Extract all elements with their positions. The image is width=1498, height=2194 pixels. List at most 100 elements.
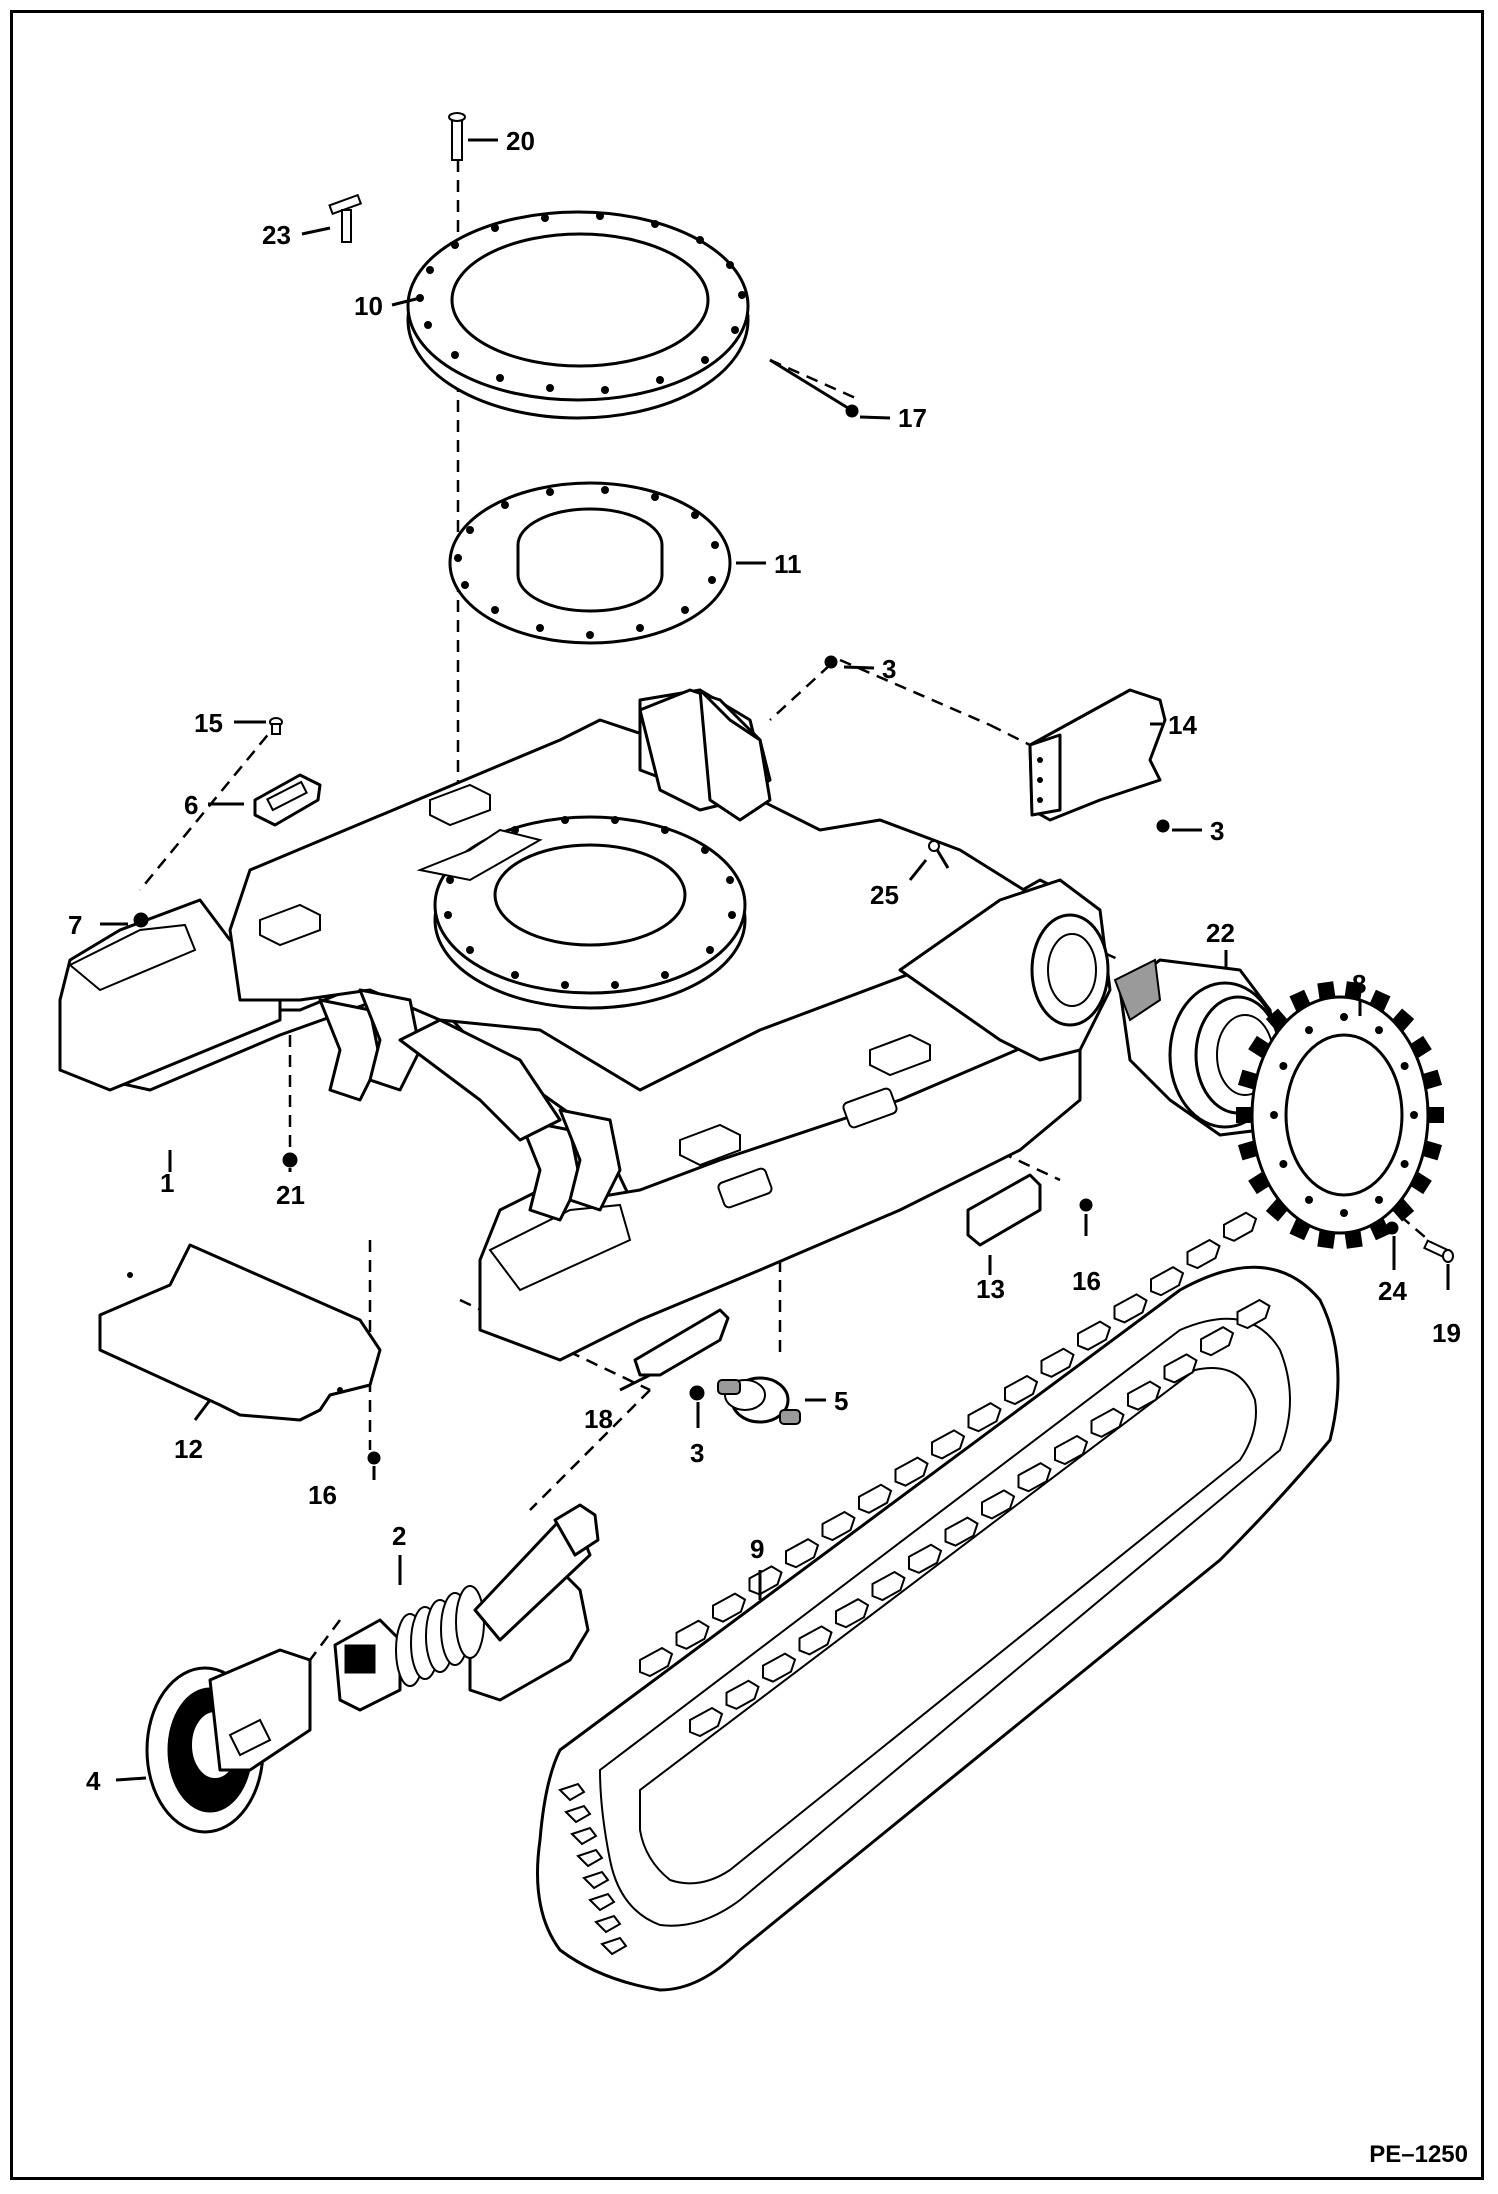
- callout-13: 13: [976, 1274, 1005, 1304]
- callout-5: 5: [834, 1386, 848, 1416]
- diagram-border: [10, 10, 1484, 2180]
- callout-18: 18: [584, 1404, 613, 1434]
- track-lug: [1223, 1211, 1258, 1242]
- sprocket-bolt-hole: [1400, 1160, 1409, 1168]
- undercarriage-frame-part-1: [58, 688, 1112, 1362]
- track-lug: [600, 1936, 628, 1956]
- floor-plate-part-12: [98, 1243, 382, 1422]
- sprocket-bolt-hole: [1340, 1013, 1348, 1021]
- track-lug: [1090, 1407, 1125, 1438]
- track-lug: [1163, 1353, 1198, 1384]
- spring-coils: [395, 1585, 485, 1687]
- bolt-part-3-right: [1156, 819, 1170, 833]
- track-lug: [871, 1570, 906, 1602]
- sprocket-tooth: [1237, 1140, 1258, 1161]
- sprocket-tooth: [1237, 1069, 1258, 1090]
- track-lug: [981, 1489, 1016, 1520]
- sprocket-bolt-hole: [1410, 1111, 1418, 1119]
- callout-20: 20: [506, 126, 535, 156]
- sprocket-bolt-hole: [1305, 1026, 1313, 1035]
- sprocket-hub-opening: [1284, 1033, 1404, 1197]
- callout-17: 17: [898, 403, 927, 433]
- track-lug: [1077, 1320, 1112, 1351]
- track-lug: [1127, 1380, 1162, 1411]
- bolt-part-19: [1423, 1239, 1454, 1263]
- leader-lines: [100, 138, 1450, 1782]
- callout-14: 14: [1168, 710, 1197, 740]
- track-lug: [725, 1679, 760, 1710]
- sprocket-tooth: [1317, 981, 1336, 1000]
- track-lug: [582, 1870, 610, 1890]
- callout-11: 11: [774, 549, 802, 579]
- bolt-part-15: [269, 717, 283, 735]
- sprocket-tooth: [1317, 1230, 1336, 1249]
- cover-part-13: [966, 1173, 1042, 1247]
- track-lug: [576, 1848, 604, 1868]
- track-lug: [798, 1625, 833, 1656]
- sprocket-bolt-hole: [1279, 1062, 1288, 1070]
- track-lug: [1004, 1374, 1039, 1406]
- track-roller-part-5: [717, 1376, 801, 1425]
- callout-3-top: 3: [882, 654, 896, 684]
- sprocket-tooth: [1422, 1140, 1443, 1161]
- callout-7: 7: [68, 910, 82, 940]
- callout-4: 4: [86, 1766, 101, 1796]
- track-lug: [762, 1652, 797, 1683]
- callout-2: 2: [392, 1521, 406, 1551]
- callout-15: 15: [194, 708, 223, 738]
- callout-8: 8: [1352, 969, 1366, 999]
- idler-part-4: [145, 1648, 312, 1834]
- callout-3-right: 3: [1210, 816, 1224, 846]
- grease-fitting-part-23: [328, 193, 363, 243]
- track-lugs: [558, 1211, 1271, 1956]
- callout-1: 1: [160, 1168, 174, 1198]
- sprocket-part-8: [1236, 981, 1444, 1249]
- track-lug: [1017, 1462, 1052, 1493]
- callout-22: 22: [1206, 918, 1235, 948]
- callout-23: 23: [262, 220, 291, 250]
- sprocket-tooth: [1428, 1107, 1444, 1123]
- track-lug: [564, 1804, 592, 1824]
- track-lug: [1236, 1298, 1271, 1330]
- callout-12: 12: [174, 1434, 203, 1464]
- track-lug: [931, 1429, 966, 1460]
- sprocket-tooth: [1422, 1069, 1443, 1090]
- track-lug: [1186, 1238, 1221, 1270]
- washer-part-24: [1385, 1221, 1399, 1235]
- callout-25: 25: [870, 880, 899, 910]
- track-lug: [639, 1646, 674, 1678]
- bolt-part-25: [928, 840, 950, 869]
- bolt-part-20: [448, 112, 466, 161]
- callout-24: 24: [1378, 1276, 1407, 1306]
- bolt-part-3-lower: [689, 1385, 705, 1401]
- sprocket-bolt-hole: [1340, 1209, 1348, 1217]
- callout-9: 9: [750, 1534, 764, 1564]
- track-lug: [1150, 1266, 1185, 1297]
- callout-6: 6: [184, 790, 198, 820]
- track-lug: [1113, 1293, 1148, 1324]
- nut-part-21: [282, 1152, 298, 1168]
- bolt-part-17: [769, 358, 859, 418]
- sprocket-bolt-hole: [1270, 1111, 1278, 1119]
- callout-10: 10: [354, 291, 383, 321]
- track-lug: [712, 1592, 747, 1623]
- nut-part-7: [133, 912, 149, 928]
- rubber-track-part-9: [536, 1211, 1340, 1992]
- callout-3-lower: 3: [690, 1438, 704, 1468]
- spacer-plate-part-11: [448, 481, 732, 645]
- track-lug: [944, 1516, 979, 1547]
- callout-16-left: 16: [308, 1480, 337, 1510]
- bolt-part-16-left: [367, 1451, 381, 1465]
- sprocket-tooth: [1236, 1107, 1252, 1123]
- track-lug: [1040, 1347, 1075, 1378]
- sprocket-bolt-hole: [1375, 1026, 1383, 1035]
- track-lug: [588, 1892, 616, 1912]
- callout-labels: 20 23 10 17 11 3 15 14 6 3 7 25 22 8 1 2…: [68, 126, 1461, 1796]
- track-lug: [748, 1565, 783, 1596]
- sprocket-bolt-hole: [1305, 1195, 1313, 1204]
- track-lug: [908, 1543, 943, 1574]
- sprocket-bolt-hole: [1279, 1160, 1288, 1168]
- sprocket-tooth: [1344, 981, 1363, 1000]
